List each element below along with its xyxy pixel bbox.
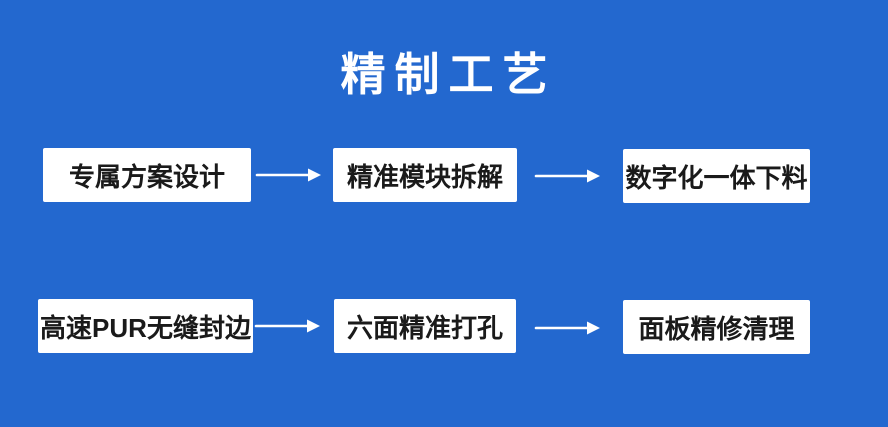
flow-step-label: 六面精准打孔 [346,312,503,343]
flow-step-box-design: 专属方案设计 [43,148,251,202]
arrow-right-icon [255,168,321,182]
flow-step-box-edge-banding: 高速PUR无缝封边 [38,299,253,353]
flow-step-label: 高速PUR无缝封边 [40,312,251,343]
flow-step-box-drilling: 六面精准打孔 [334,299,516,353]
flow-step-label: 专属方案设计 [68,161,225,192]
flow-step-box-module: 精准模块拆解 [333,148,517,202]
flow-step-box-cutting: 数字化一体下料 [623,149,810,203]
arrow-right-icon [254,319,320,333]
flow-step-label: 精准模块拆解 [346,161,503,192]
page-title: 精制工艺 [340,49,557,100]
flow-step-label: 面板精修清理 [638,313,795,344]
arrow-right-icon [534,321,600,335]
arrow-right-icon [534,169,600,183]
flow-step-box-panel-finishing: 面板精修清理 [623,300,810,354]
flow-step-label: 数字化一体下料 [625,162,808,193]
